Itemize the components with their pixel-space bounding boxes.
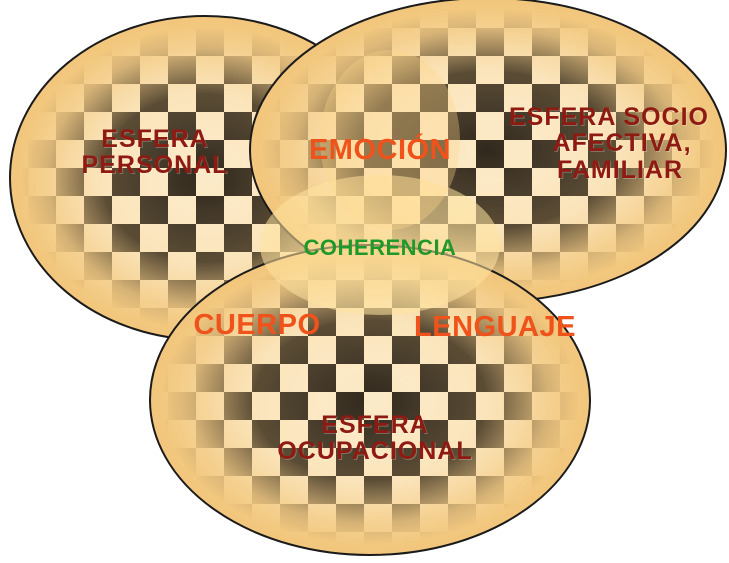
label-esfera-socio-line1: ESFERA SOCIO [494,104,724,130]
label-esfera-socio-line3: FAMILIAR [494,157,724,183]
label-esfera-ocupacional-line2: OCUPACIONAL [260,438,490,464]
label-cuerpo: CUERPO [182,310,332,340]
label-esfera-socio-line2: AFECTIVA, [494,130,724,156]
label-esfera-personal: ESFERA PERSONAL [60,126,250,179]
label-esfera-ocupacional: ESFERA OCUPACIONAL [260,412,490,465]
label-emocion: EMOCIÓN [300,135,460,165]
label-esfera-personal-line2: PERSONAL [60,152,250,178]
label-lenguaje: LENGUAJE [405,312,585,342]
label-coherencia: COHERENCIA [280,236,480,259]
label-esfera-socio-afectiva: ESFERA SOCIO AFECTIVA, FAMILIAR [494,104,724,183]
label-esfera-ocupacional-line1: ESFERA [260,412,490,438]
label-esfera-personal-line1: ESFERA [60,126,250,152]
